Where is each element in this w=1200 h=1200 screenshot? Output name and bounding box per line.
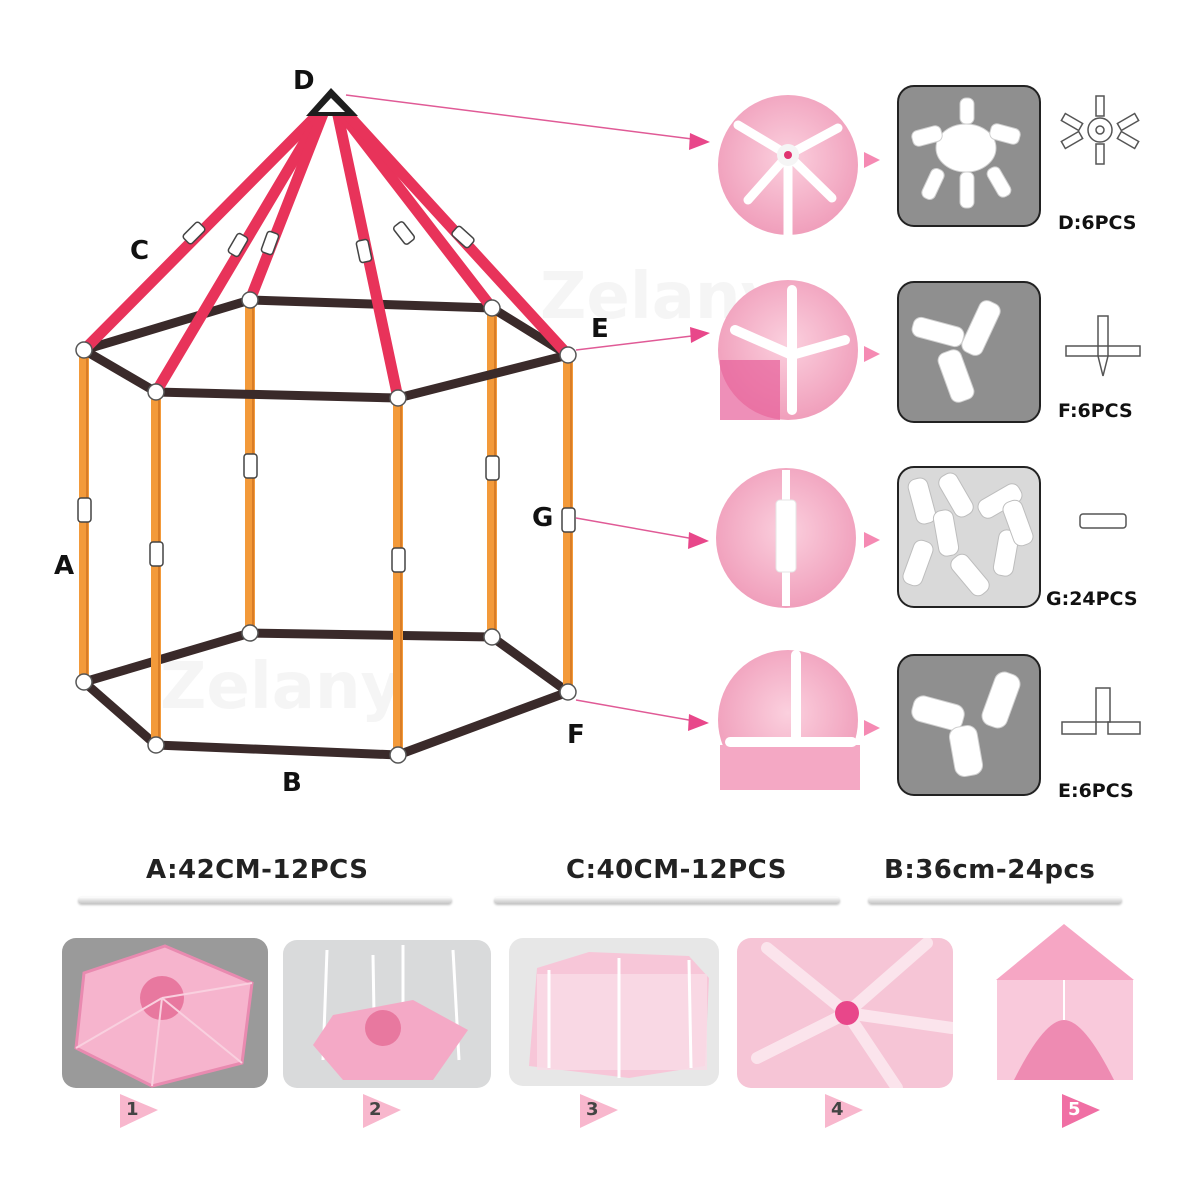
label-a: A [54, 551, 75, 581]
sleeve-pieces [902, 472, 1034, 597]
bottom-ring [79, 628, 573, 760]
step-2-number: 2 [369, 1099, 382, 1120]
rod-b-label: B:36cm-24pcs [884, 855, 1096, 885]
caption-top-corner: F:6PCS [1058, 400, 1133, 422]
label-g: G [532, 503, 554, 533]
zoom-circle-straight-sleeve [716, 468, 856, 608]
bottom-corner-line-icon [1061, 687, 1141, 735]
zoom-circle-top-hub [718, 95, 858, 240]
caption-bottom-corner: E:6PCS [1058, 780, 1134, 802]
pointer-arrows [688, 133, 710, 731]
step-5-number: 5 [1068, 1099, 1081, 1120]
rod-c [494, 897, 840, 904]
rod-c-label: C:40CM-12PCS [566, 855, 787, 885]
top-corner-line-icon [1065, 315, 1141, 377]
vertical-sleeves [77, 453, 576, 573]
roof-sleeves [182, 221, 475, 264]
label-b: B [282, 768, 302, 798]
label-e: E [591, 314, 609, 344]
step-1-photo [62, 938, 268, 1088]
caption-top-hub: D:6PCS [1058, 212, 1137, 234]
sleeve-line-icon [1079, 513, 1127, 529]
step-3-number: 3 [586, 1099, 599, 1120]
step-4-number: 4 [831, 1099, 844, 1120]
zoom-circle-top-corner [718, 280, 858, 420]
pointer-lines [345, 94, 701, 723]
corner-connectors [75, 291, 577, 764]
step-2-photo [283, 940, 491, 1088]
step-1-number: 1 [126, 1099, 139, 1120]
hub-piece [911, 97, 1021, 209]
label-c: C [130, 236, 150, 266]
rod-a-label: A:42CM-12PCS [146, 855, 369, 885]
step-5-photo [984, 920, 1146, 1092]
corner-piece-top [911, 300, 1001, 403]
label-d: D [293, 66, 315, 96]
small-arrows [864, 152, 880, 736]
corner-piece-bottom [911, 671, 1021, 777]
top-ring [79, 295, 573, 403]
label-f: F [567, 720, 585, 750]
rod-b [868, 897, 1122, 904]
zoom-circle-bottom-corner [718, 650, 860, 790]
hub-line-icon [1060, 95, 1140, 165]
caption-straight-sleeve: G:24PCS [1046, 588, 1138, 610]
step-3-photo [509, 938, 719, 1086]
rod-a [78, 897, 452, 904]
step-4-photo [737, 938, 953, 1088]
